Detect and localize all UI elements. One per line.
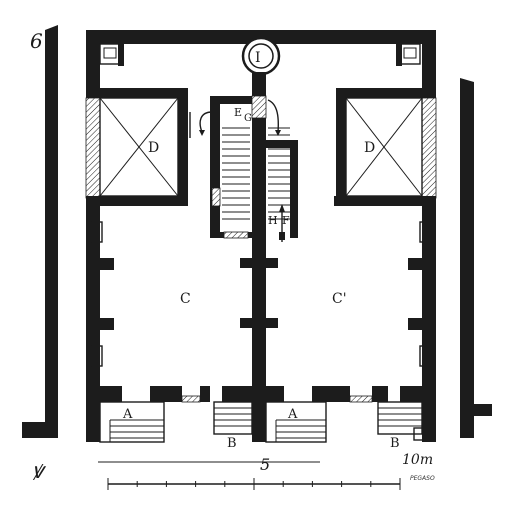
signature-mark: ꝟ: [32, 459, 47, 484]
engraver-credit: PEGASO: [410, 475, 435, 482]
light-well-d-left: [85, 88, 191, 199]
label-h: H: [268, 214, 278, 227]
central-spine-wall: [252, 72, 266, 442]
staircase: [199, 96, 298, 242]
label-c-prime: C': [332, 291, 347, 307]
label-a-left: A: [122, 407, 133, 422]
label-a-right: A: [287, 407, 298, 422]
label-g: G: [244, 113, 252, 124]
scale-label-5: 5: [260, 455, 270, 474]
steps-b-right: [377, 401, 431, 441]
circular-element-i: [241, 36, 281, 76]
room-c-prime-walls: [266, 221, 431, 367]
label-f: F: [282, 214, 290, 227]
scale-bar-ticks: [107, 478, 401, 490]
stair-treads: [222, 127, 290, 220]
right-neighbor-wall: [460, 78, 492, 438]
left-neighbor-wall: [22, 25, 58, 438]
label-d-left: D: [148, 140, 159, 156]
scale-label-10m: 10m: [402, 452, 433, 468]
label-i: I: [255, 50, 261, 66]
steps-b-left: [213, 401, 253, 435]
entrance-a-left: [99, 401, 165, 443]
scale-bar: [98, 461, 401, 490]
spine-hatch: [251, 95, 267, 119]
label-d-right: D: [364, 140, 375, 156]
front-wall: [86, 386, 436, 403]
corner-niches: [99, 43, 421, 66]
label-e: E: [234, 106, 242, 119]
label-b-right: B: [390, 436, 400, 451]
plate-number: 6: [30, 29, 43, 53]
label-c: C: [180, 291, 191, 307]
light-well-d-right: [336, 88, 437, 199]
room-c-walls: [91, 221, 252, 367]
room-partitions: [86, 140, 436, 206]
entrance-a-right: [265, 401, 327, 443]
label-b-left: B: [227, 436, 237, 451]
